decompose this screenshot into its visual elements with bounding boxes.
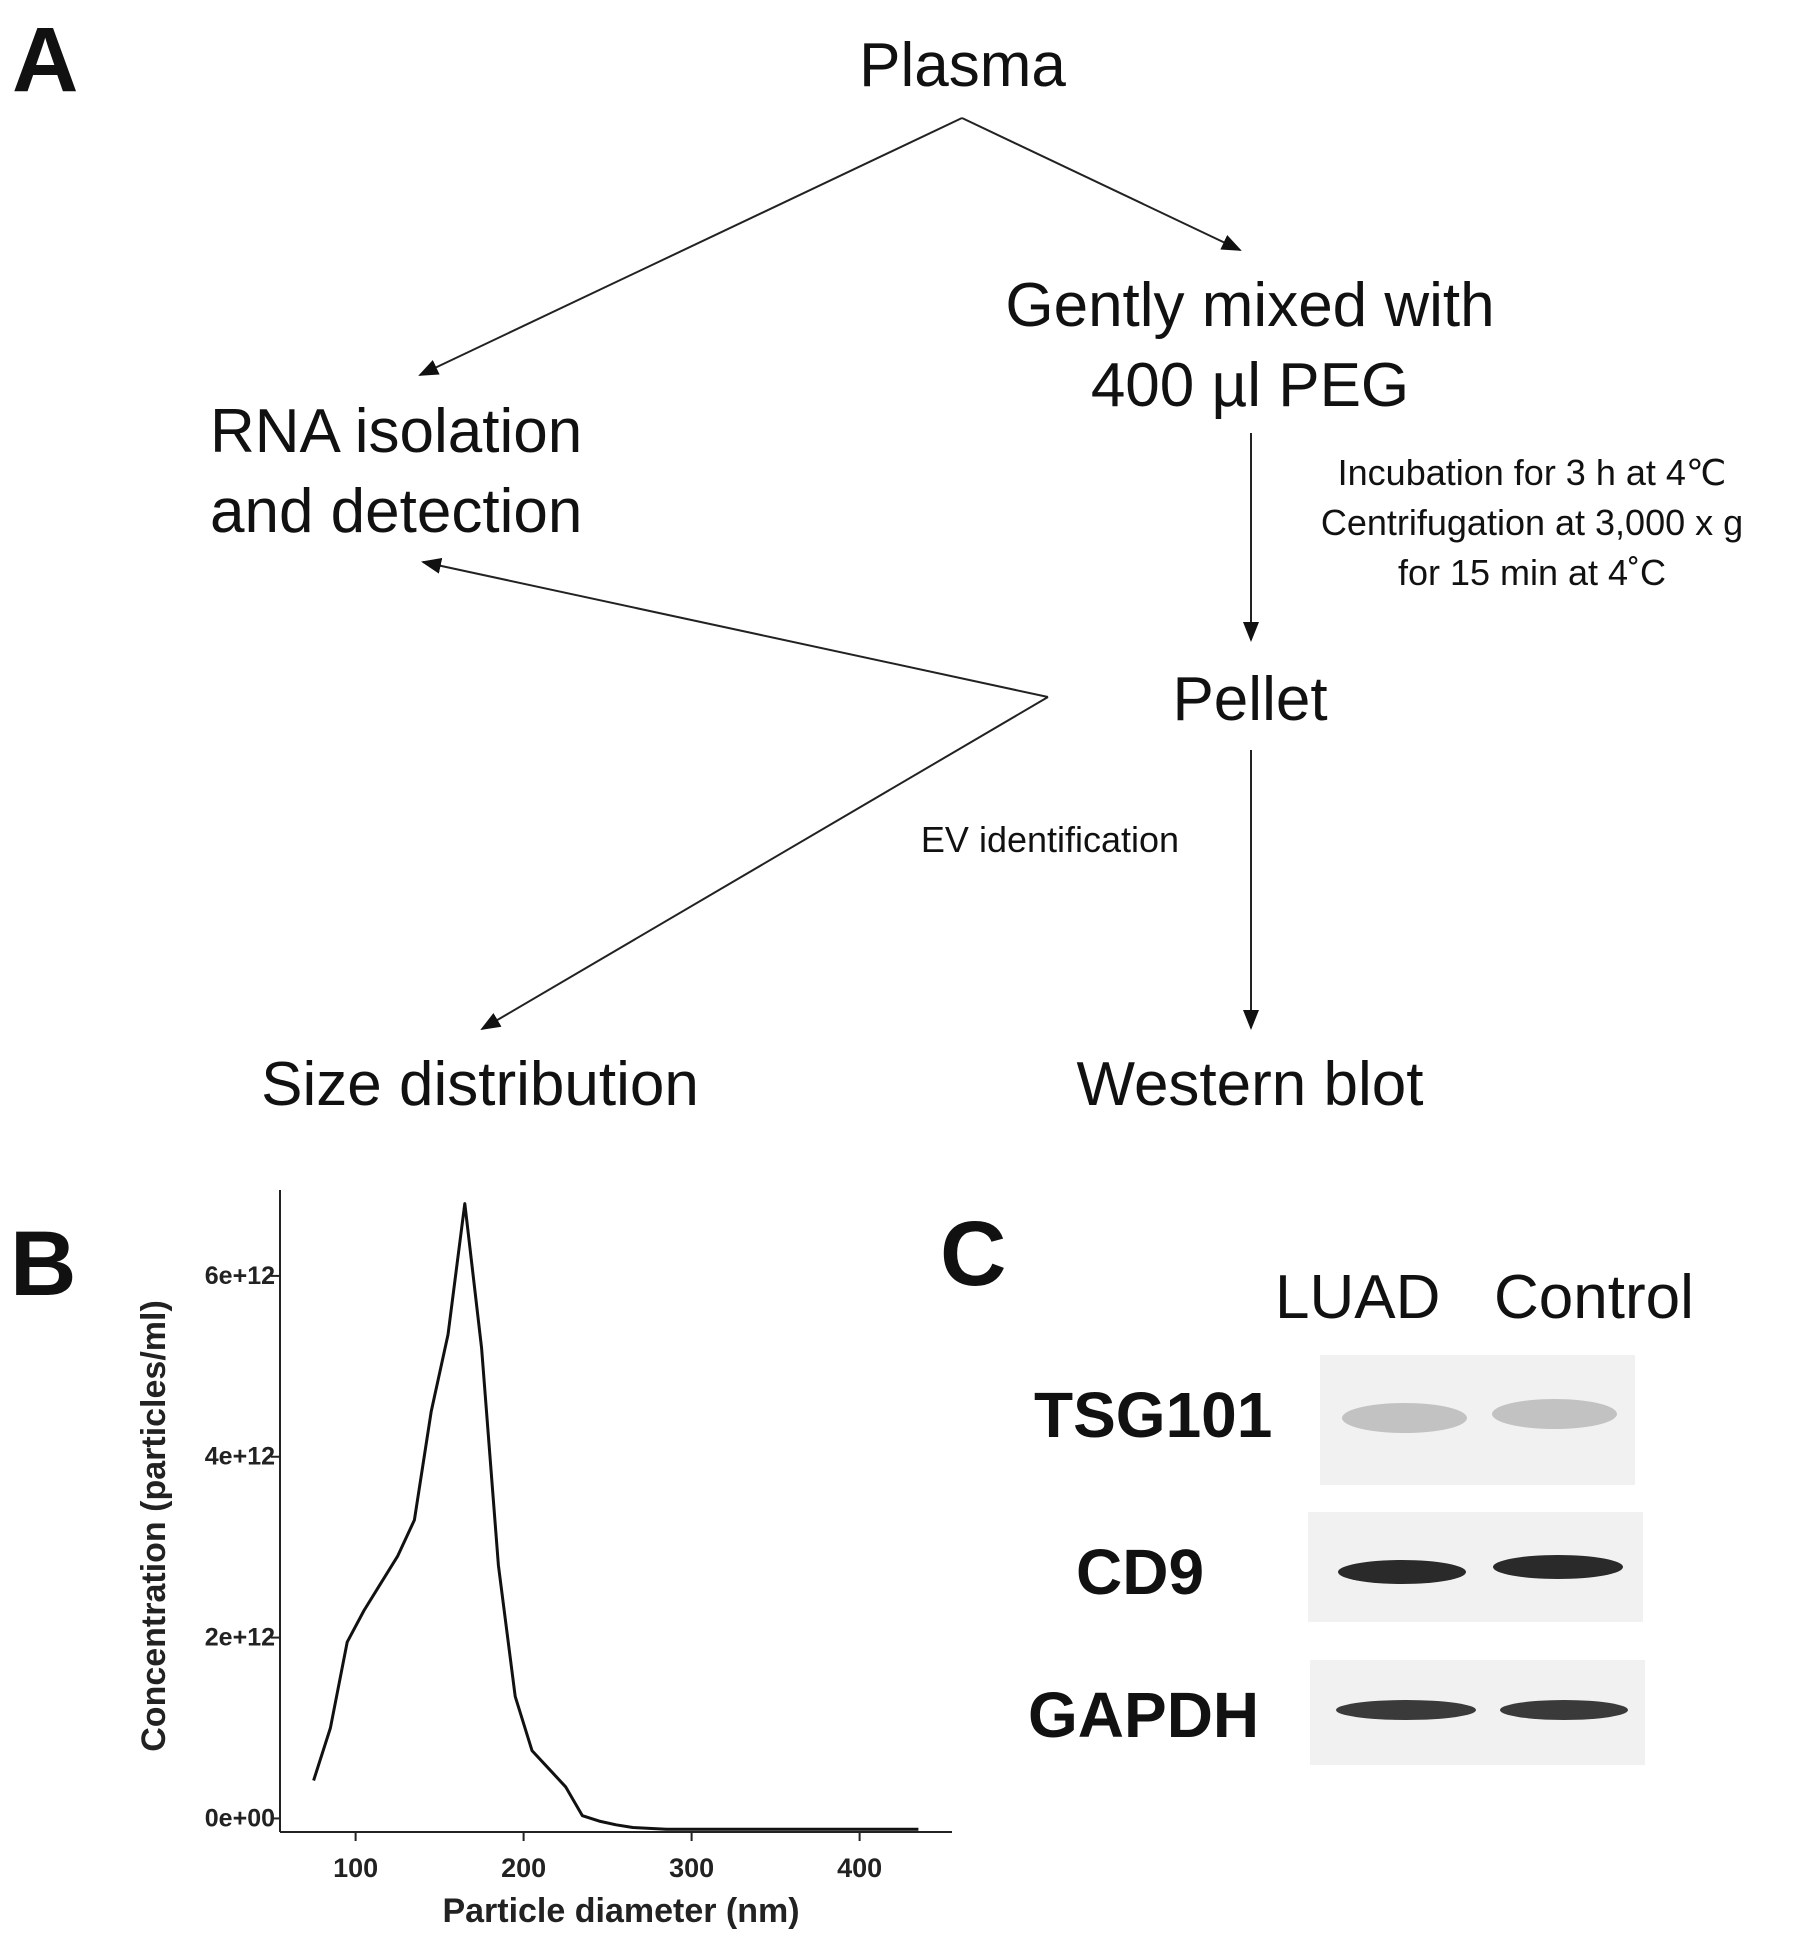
step-line-1: Incubation for 3 h at 4℃: [1337, 452, 1727, 493]
step-conditions: Incubation for 3 h at 4℃ Centrifugation …: [1272, 448, 1792, 598]
arrow-plasma-to-rna: [418, 117, 963, 376]
mixed-with-peg-node: Gently mixed with 400 µl PEG: [925, 266, 1575, 426]
band-tsg101-luad: [1342, 1403, 1467, 1433]
band-tsg101-control: [1492, 1399, 1617, 1429]
protein-label-tsg101: TSG101: [1034, 1379, 1273, 1451]
protein-label-gapdh: GAPDH: [1028, 1679, 1260, 1751]
blot-gapdh: [1310, 1660, 1645, 1765]
y-axis-label: Concentration (particles/ml): [135, 1300, 173, 1752]
panel-label-c: C: [940, 1203, 1007, 1305]
blot-cd9: [1308, 1512, 1643, 1622]
arrow-pellet-to-rna: [421, 557, 1049, 698]
x-axis-label: Particle diameter (nm): [442, 1892, 799, 1930]
step-line-2: Centrifugation at 3,000 x g: [1320, 502, 1744, 543]
pellet-node: Pellet: [1172, 665, 1328, 734]
protein-label-cd9: CD9: [1076, 1536, 1205, 1608]
x-tick-label: 100: [333, 1853, 378, 1883]
mixed-line-2: 400 µl PEG: [1090, 351, 1410, 420]
panel-label-a: A: [12, 9, 79, 111]
rna-isolation-node: RNA isolation and detection: [210, 392, 630, 552]
step-line-3: for 15 min at 4˚C: [1397, 552, 1667, 593]
y-tick-label: 0e+00: [205, 1804, 275, 1832]
y-tick-label: 6e+12: [205, 1262, 275, 1290]
lane-label-control: Control: [1494, 1263, 1694, 1332]
band-cd9-luad: [1338, 1560, 1466, 1584]
blot-tsg101: [1320, 1355, 1635, 1485]
arrow-plasma-to-mixed: [961, 117, 1242, 251]
western-blot-node: Western blot: [1076, 1050, 1424, 1119]
x-tick-label: 400: [837, 1853, 882, 1883]
band-gapdh-luad: [1336, 1700, 1476, 1720]
ev-identification-label: EV identification: [920, 819, 1180, 860]
band-cd9-control: [1493, 1555, 1623, 1579]
rna-line-1: RNA isolation: [210, 397, 583, 466]
panel-label-b: B: [10, 1213, 77, 1315]
mixed-line-1: Gently mixed with: [1005, 271, 1495, 340]
band-gapdh-control: [1500, 1700, 1628, 1720]
y-tick-label: 2e+12: [205, 1624, 275, 1652]
rna-line-2: and detection: [210, 477, 583, 546]
arrow-pellet-to-size: [480, 696, 1049, 1031]
size-distribution-line: [312, 1202, 919, 1831]
y-tick-label: 4e+12: [205, 1443, 275, 1471]
lane-label-luad: LUAD: [1275, 1263, 1441, 1332]
plasma-node: Plasma: [859, 31, 1066, 100]
size-distribution-node: Size distribution: [261, 1050, 699, 1119]
x-tick-label: 200: [501, 1853, 546, 1883]
x-tick-label: 300: [669, 1853, 714, 1883]
